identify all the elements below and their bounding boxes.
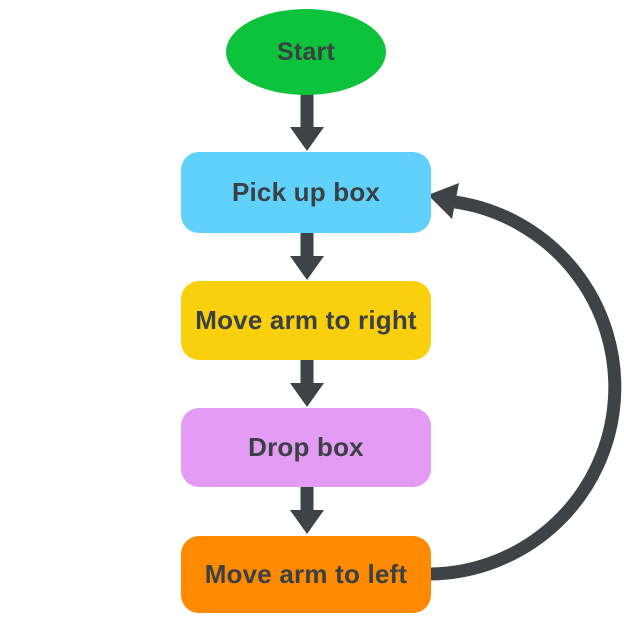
arrow-moveright-to-dropbox bbox=[290, 358, 324, 407]
loop-arrow-head bbox=[428, 183, 459, 219]
node-start: Start bbox=[226, 9, 386, 95]
node-move-arm-to-right-label: Move arm to right bbox=[195, 305, 417, 335]
node-drop-box: Drop box bbox=[181, 408, 431, 487]
arrow-pickup-to-moveright bbox=[290, 231, 324, 280]
node-move-arm-to-left: Move arm to left bbox=[181, 536, 431, 613]
node-start-label: Start bbox=[277, 37, 335, 66]
arrow-start-to-pickup bbox=[290, 93, 324, 151]
node-pick-up-box-label: Pick up box bbox=[231, 177, 381, 207]
node-move-arm-to-left-label: Move arm to left bbox=[204, 559, 408, 589]
loop-arrow-curve bbox=[429, 195, 622, 581]
node-drop-box-label: Drop box bbox=[248, 432, 364, 462]
arrow-dropbox-to-moveleft bbox=[290, 485, 324, 534]
node-pick-up-box: Pick up box bbox=[181, 152, 431, 233]
node-move-arm-to-right: Move arm to right bbox=[181, 281, 431, 360]
